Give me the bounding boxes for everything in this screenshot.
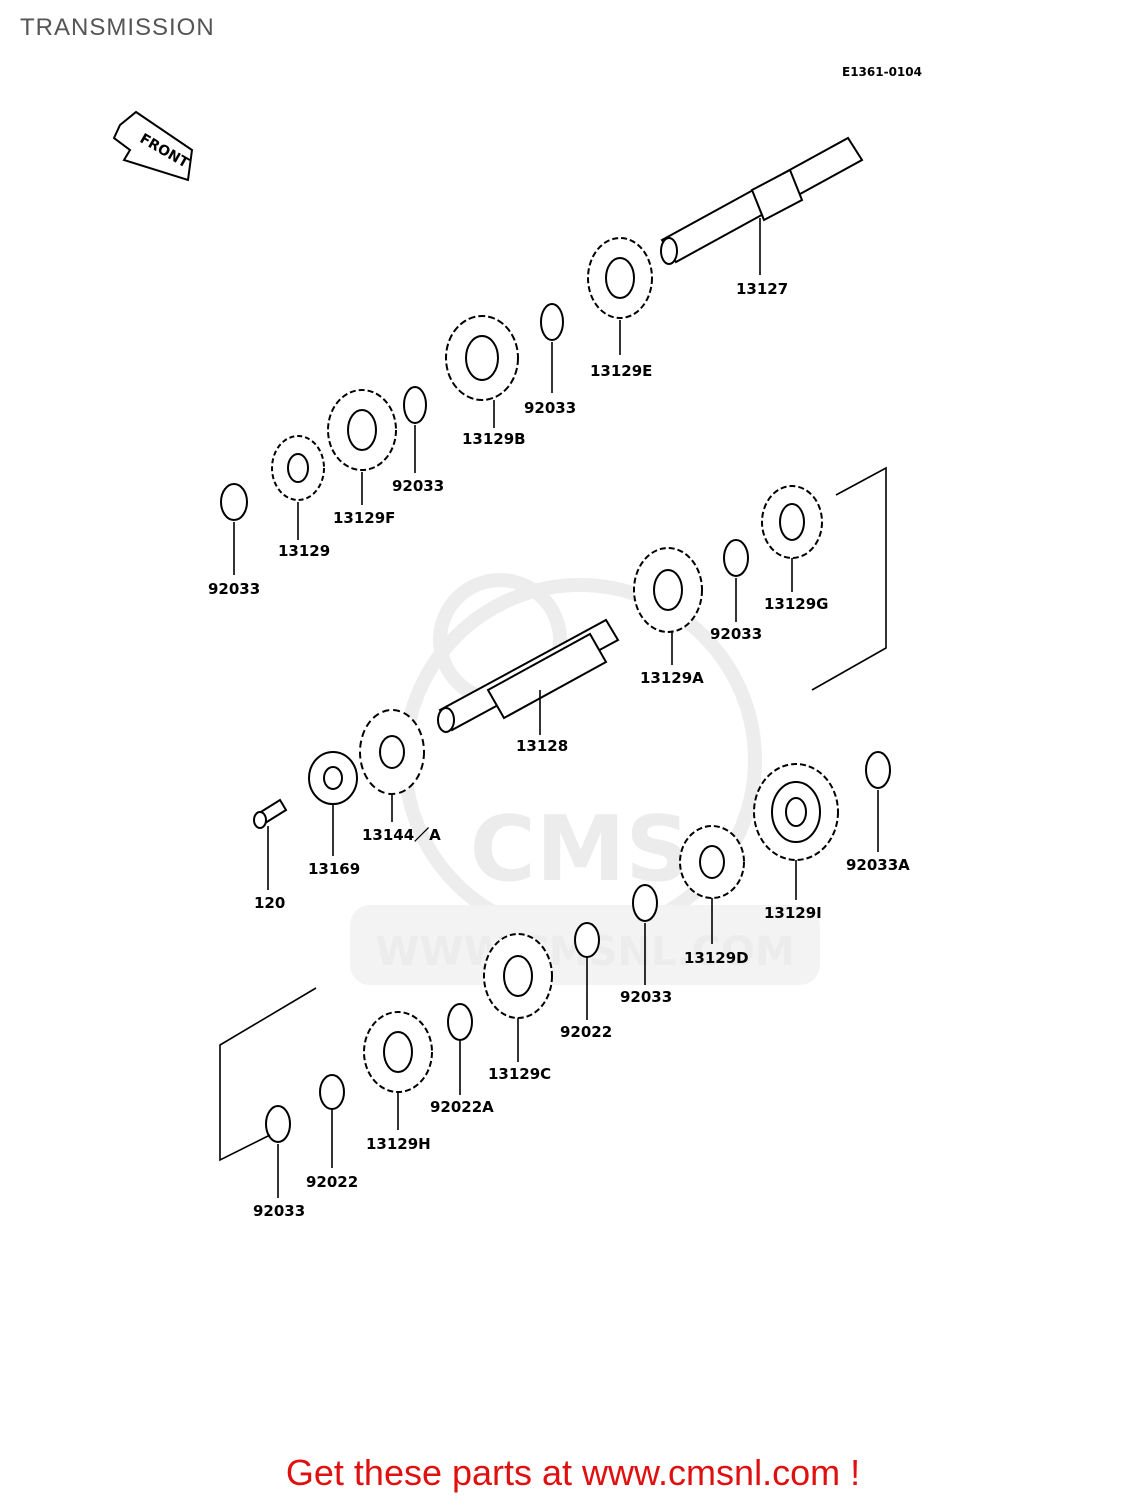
gear-13129D	[679, 825, 745, 944]
part-label: 13129I	[764, 904, 822, 922]
part-label: 13129	[278, 542, 330, 560]
part-label: 92033	[710, 625, 762, 643]
gear-13129F	[327, 389, 397, 505]
part-label: 13129H	[366, 1135, 431, 1153]
gear-13129B	[445, 315, 519, 428]
part-label: 13129F	[333, 509, 395, 527]
page-title: TRANSMISSION	[20, 14, 215, 41]
part-label: 13127	[736, 280, 788, 298]
bolt-120	[253, 798, 288, 890]
watermark-logo: CMS	[470, 797, 690, 902]
part-label: 13128	[516, 737, 568, 755]
part-label: 92022	[560, 1023, 612, 1041]
part-label: 120	[254, 894, 285, 912]
part-label: 92033A	[846, 856, 910, 874]
gear-13129E	[587, 237, 653, 355]
circlip-92033-c	[220, 483, 248, 575]
part-label: 13129D	[684, 949, 749, 967]
circlip-92033-b	[403, 386, 427, 473]
part-label: 92033	[253, 1202, 305, 1220]
part-label: 92022A	[430, 1098, 494, 1116]
part-label: 13169	[308, 860, 360, 878]
part-label: 13129C	[488, 1065, 551, 1083]
watermark: CMS WWW.CMSNL.COM	[350, 573, 820, 985]
gear-13129G	[761, 485, 823, 592]
bracket-right	[811, 466, 887, 691]
gear-13129	[271, 435, 325, 540]
promo-link[interactable]: Get these parts at www.cmsnl.com !	[285, 1452, 861, 1493]
part-label: 13129G	[764, 595, 829, 613]
front-arrow-icon: FRONT	[112, 110, 194, 182]
circlip-92033-d	[723, 539, 749, 622]
part-labels: 13127 13129E 92033 13129B 92033 13129F 1…	[208, 280, 910, 1220]
washer-92022-a	[574, 922, 600, 1020]
shaft-13128	[437, 618, 620, 735]
diagram-code: E1361-0104	[842, 65, 922, 79]
gear-13129A	[633, 547, 703, 665]
shaft-13127	[660, 136, 864, 275]
plate-13169	[308, 751, 358, 856]
part-label: 13129E	[590, 362, 652, 380]
circlip-92033-a	[540, 303, 564, 393]
part-label: 92022	[306, 1173, 358, 1191]
part-label: 13144／A	[362, 826, 441, 844]
washer-92022-b	[319, 1074, 345, 1168]
part-label: 92033	[392, 477, 444, 495]
sprocket-13144	[359, 709, 425, 822]
part-label: 92033	[208, 580, 260, 598]
parts-diagram: CMS WWW.CMSNL.COM E1361-0104 FRONT	[112, 65, 922, 1220]
gear-13129H	[363, 1011, 433, 1130]
part-label: 92033	[524, 399, 576, 417]
circlip-92033-e	[632, 884, 658, 985]
bracket-left	[219, 987, 317, 1162]
circlip-92033A	[865, 751, 891, 852]
circlip-92033-f	[265, 1105, 291, 1198]
part-label: 13129A	[640, 669, 704, 687]
gear-13129C	[483, 933, 553, 1062]
gear-13129I	[753, 763, 839, 900]
part-label: 92033	[620, 988, 672, 1006]
washer-92022A	[447, 1003, 473, 1095]
part-label: 13129B	[462, 430, 526, 448]
